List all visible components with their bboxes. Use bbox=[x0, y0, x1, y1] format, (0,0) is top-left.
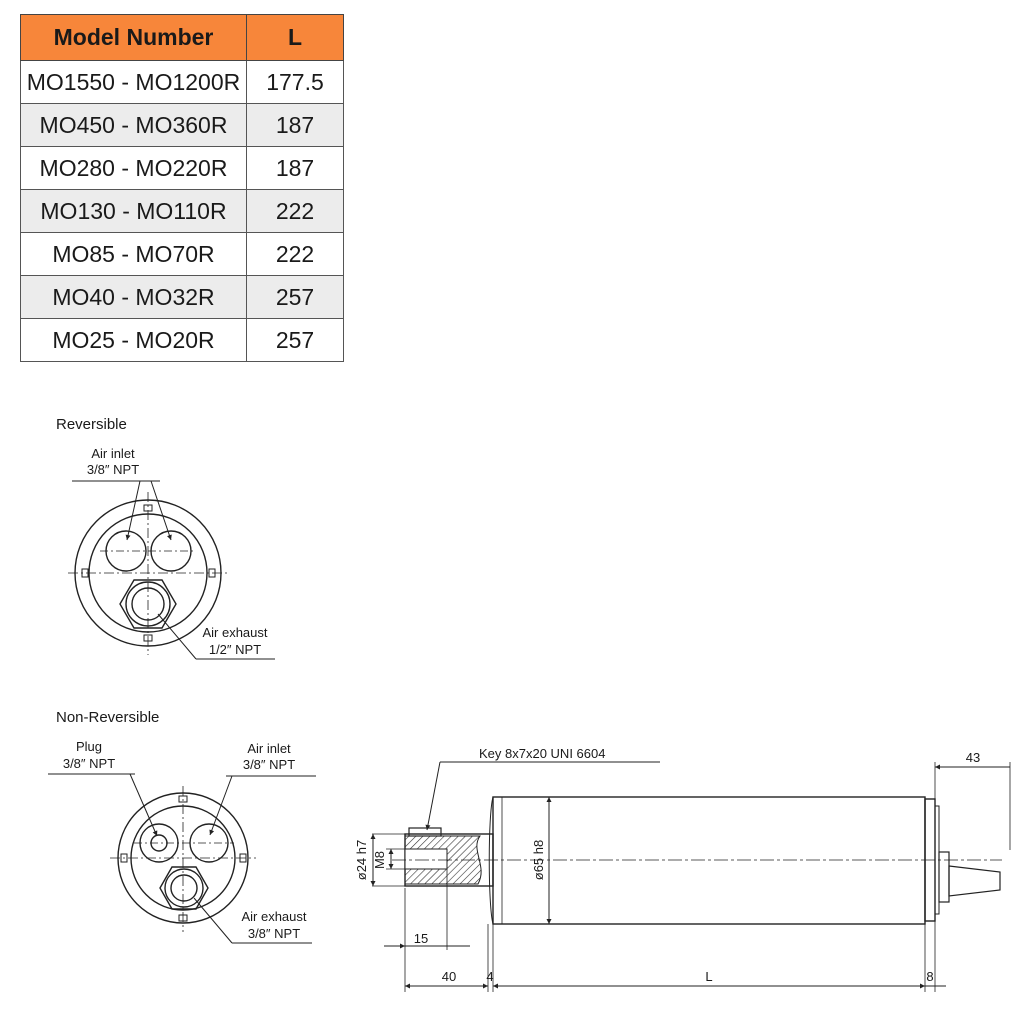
cell-model: MO1550 - MO1200R bbox=[20, 60, 247, 104]
dim-15: 15 bbox=[414, 931, 428, 946]
table-row: MO25 - MO20R 257 bbox=[20, 318, 344, 362]
plug-size: 3/8″ NPT bbox=[63, 756, 115, 771]
reversible-title: Reversible bbox=[56, 416, 127, 433]
reversible-inlet-label: Air inlet bbox=[91, 446, 135, 461]
dim-thread: M8 bbox=[372, 851, 387, 869]
dim-shaft-diameter: ø24 h7 bbox=[354, 840, 369, 880]
cell-model: MO280 - MO220R bbox=[20, 146, 247, 190]
dim-40: 40 bbox=[442, 969, 456, 984]
dim-L: L bbox=[705, 969, 712, 984]
exhaust-fitting bbox=[938, 851, 950, 903]
nr-exhaust-label: Air exhaust bbox=[241, 909, 306, 924]
cell-l: 187 bbox=[246, 103, 344, 147]
table-row: MO85 - MO70R 222 bbox=[20, 232, 344, 276]
model-table: Model Number L MO1550 - MO1200R 177.5 MO… bbox=[20, 14, 344, 362]
reversible-exhaust-hex bbox=[119, 579, 177, 629]
shaft-key bbox=[408, 827, 442, 837]
cell-l: 257 bbox=[246, 275, 344, 319]
header-model-number: Model Number bbox=[20, 14, 247, 61]
reversible-inlet-size: 3/8″ NPT bbox=[87, 462, 139, 477]
cell-l: 187 bbox=[246, 146, 344, 190]
reversible-exhaust-size: 1/2″ NPT bbox=[209, 642, 261, 657]
table-row: MO280 - MO220R 187 bbox=[20, 146, 344, 190]
table-header-row: Model Number L bbox=[20, 14, 344, 61]
key-label: Key 8x7x20 UNI 6604 bbox=[479, 746, 605, 761]
table-row: MO1550 - MO1200R 177.5 bbox=[20, 60, 344, 104]
side-view: Key 8x7x20 UNI 6604 ø24 h7 M8 ø65 bbox=[354, 746, 1011, 992]
nr-exhaust-size: 3/8″ NPT bbox=[248, 926, 300, 941]
reversible-exhaust-label: Air exhaust bbox=[202, 625, 267, 640]
header-l: L bbox=[246, 14, 344, 61]
cell-model: MO40 - MO32R bbox=[20, 275, 247, 319]
table-row: MO40 - MO32R 257 bbox=[20, 275, 344, 319]
dim-8: 8 bbox=[926, 969, 933, 984]
tapped-hole bbox=[404, 848, 448, 870]
motor-body bbox=[492, 796, 926, 925]
cell-model: MO130 - MO110R bbox=[20, 189, 247, 233]
cell-model: MO85 - MO70R bbox=[20, 232, 247, 276]
plug-label: Plug bbox=[76, 739, 102, 754]
nr-exhaust-hex bbox=[159, 866, 209, 910]
non-reversible-title: Non-Reversible bbox=[56, 709, 159, 726]
nr-inlet-size: 3/8″ NPT bbox=[243, 757, 295, 772]
cell-l: 257 bbox=[246, 318, 344, 362]
cell-model: MO25 - MO20R bbox=[20, 318, 247, 362]
non-reversible-view: Non-Reversible Plug 3/8″ NPT Air inlet 3… bbox=[48, 709, 316, 944]
dim-body-diameter: ø65 h8 bbox=[531, 840, 546, 880]
dim-43: 43 bbox=[966, 750, 980, 765]
nr-inlet-label: Air inlet bbox=[247, 741, 291, 756]
dim-4: 4 bbox=[486, 969, 493, 984]
reversible-view: Reversible Air inlet 3/8″ NPT Air exhaus… bbox=[56, 416, 275, 660]
cell-l: 177.5 bbox=[246, 60, 344, 104]
